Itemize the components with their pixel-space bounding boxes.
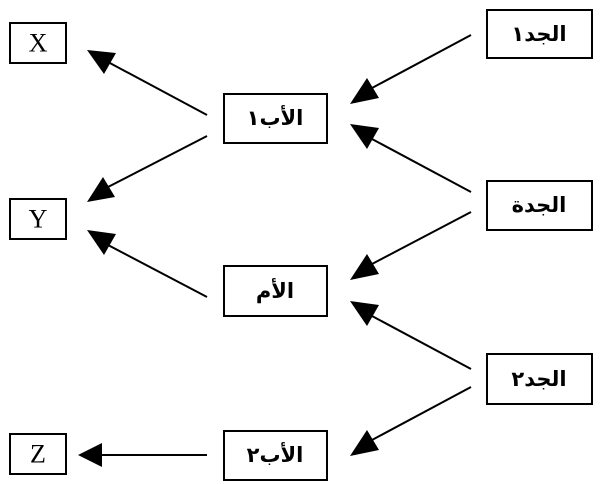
arrow-head-icon — [350, 430, 379, 456]
node-label: الأم — [256, 277, 294, 303]
node-grandfather2: الجد٢ — [486, 353, 593, 405]
node-label: Z — [30, 440, 46, 469]
arrow-head-icon — [350, 124, 379, 149]
node-label: الجد١ — [511, 22, 566, 46]
arrow-head-icon — [87, 230, 116, 255]
arrow-head-icon — [350, 78, 379, 104]
edge-father1-to-x — [107, 61, 208, 116]
node-grandfather1: الجد١ — [486, 9, 593, 59]
node-label: الجدة — [512, 193, 567, 217]
node-label: الأب١ — [247, 104, 304, 130]
arrow-head-icon — [350, 301, 379, 326]
node-grandmother: الجدة — [486, 180, 593, 231]
node-x: X — [9, 22, 67, 64]
edge-father1-to-y — [107, 135, 208, 188]
edge-grandmother-to-father1 — [371, 138, 472, 193]
edge-grandmother-to-mother — [371, 211, 472, 265]
node-father1: الأب١ — [223, 93, 328, 144]
edges — [78, 34, 472, 467]
node-y: Y — [9, 198, 67, 240]
edge-mother-to-y — [107, 244, 208, 298]
arrow-head-icon — [350, 254, 379, 280]
node-mother: الأم — [223, 265, 328, 317]
node-label: X — [29, 29, 48, 58]
node-label: الجد٢ — [511, 367, 566, 391]
edge-grandfather2-to-father2 — [371, 386, 472, 441]
node-z: Z — [9, 433, 67, 475]
arrow-head-icon — [78, 443, 102, 467]
node-label: Y — [29, 205, 48, 234]
edge-grandfather2-to-mother — [371, 315, 472, 370]
node-label: الأب٢ — [247, 441, 304, 467]
arrow-head-icon — [87, 50, 116, 74]
edge-grandfather1-to-father1 — [371, 34, 472, 89]
node-father2: الأب٢ — [223, 430, 328, 481]
arrow-head-icon — [87, 177, 115, 202]
